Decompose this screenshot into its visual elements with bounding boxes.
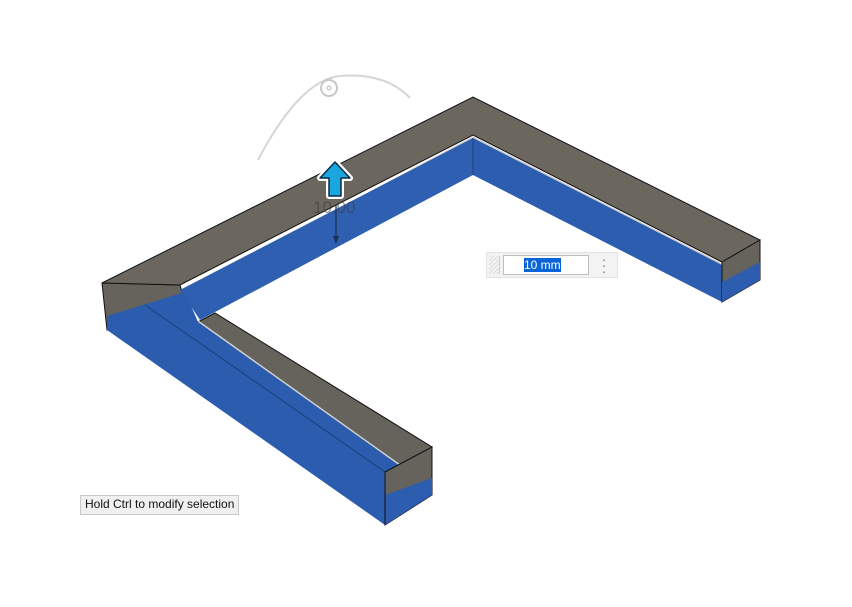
- distance-value: 10 mm: [524, 258, 561, 272]
- dimension-label: 10.00: [313, 198, 356, 217]
- rotation-handle[interactable]: [320, 79, 338, 97]
- dimension-arrowhead: [333, 236, 339, 244]
- distance-input-box: 10 mm ···: [486, 252, 618, 278]
- extruded-body[interactable]: [101, 96, 762, 526]
- tooltip: Hold Ctrl to modify selection: [80, 495, 240, 515]
- more-options-icon[interactable]: ···: [601, 251, 607, 279]
- rotation-arc[interactable]: [257, 74, 411, 161]
- extrude-arrow-handle[interactable]: [317, 159, 353, 199]
- drag-grip-icon[interactable]: [489, 256, 500, 274]
- distance-input[interactable]: 10 mm: [503, 255, 589, 275]
